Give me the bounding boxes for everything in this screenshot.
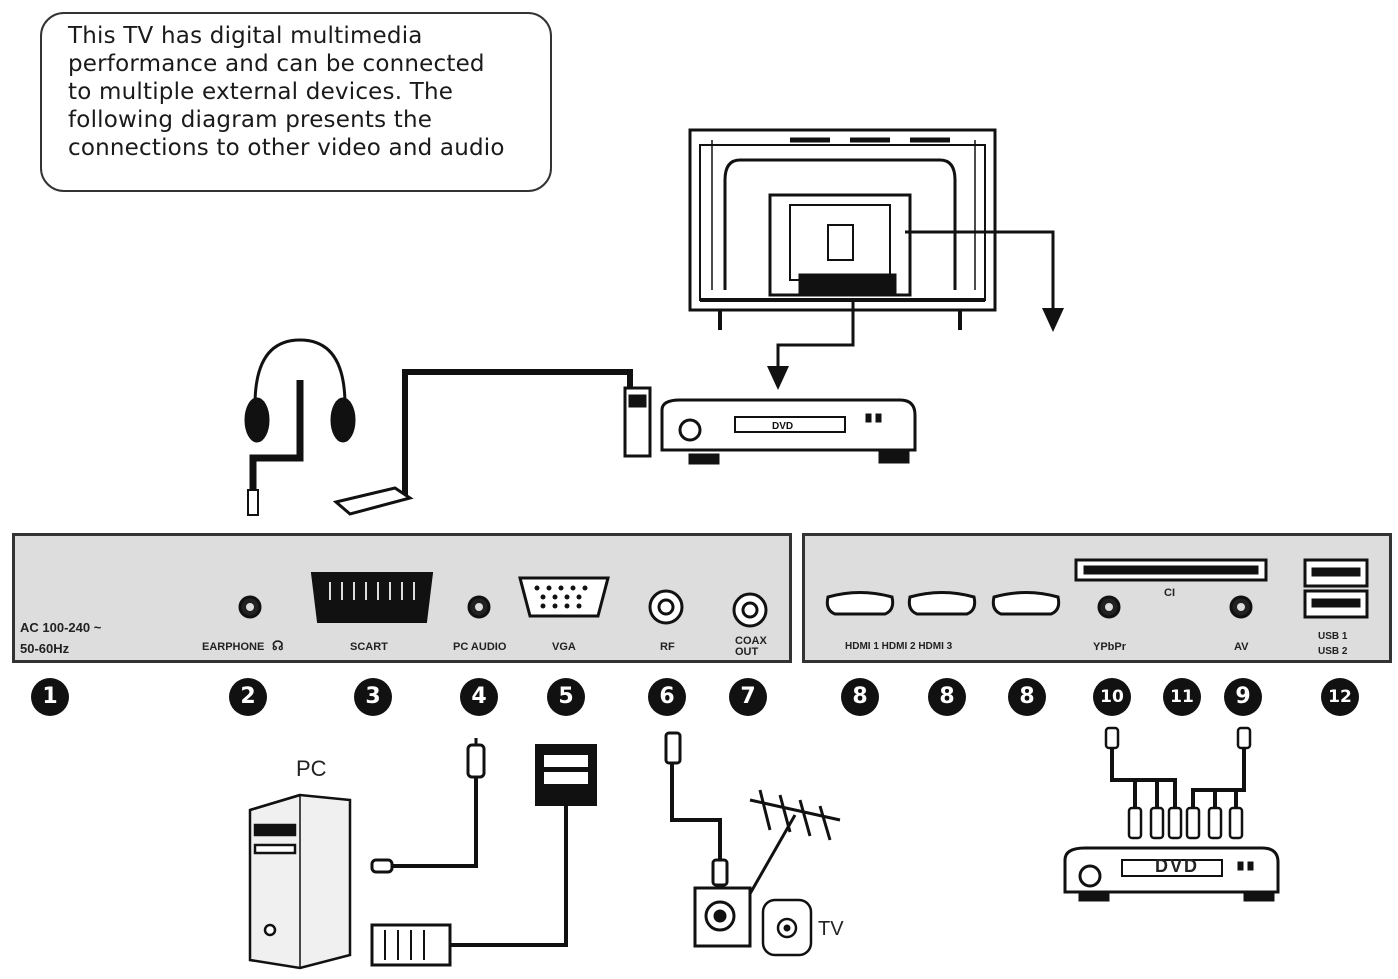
callout-6: 6 [648,678,686,716]
arrow-down-dvd [767,366,789,390]
callout-11: 11 [1163,678,1201,716]
tv-caption: TV [818,918,844,940]
scart-cable [332,369,652,516]
callout-8-hdmi1: 8 [841,678,879,716]
pc-audio-cable [370,738,486,874]
callout-8-hdmi3: 8 [1008,678,1046,716]
rf-antenna-cable [664,731,841,957]
ac-voltage-label: AC 100-240 ~ [20,620,102,635]
headphone-icon: ☊ [272,638,284,653]
coax-label-line2: OUT [735,646,759,658]
usb1-label: USB 1 [1318,631,1348,642]
pc-caption: PC [296,756,327,781]
dvd-player-bottom [1063,846,1280,902]
pc-tower-illustration [248,793,352,970]
left-port-panel [12,533,792,663]
callout-12: 12 [1321,678,1359,716]
intro-line-2: performance and can be connected [68,51,485,77]
tv-back-illustration [688,128,997,330]
coax-label-line1: COAX [735,635,767,647]
callout-2: 2 [229,678,267,716]
callout-10: 10 [1093,678,1131,716]
right-port-panel [802,533,1392,663]
rf-label: RF [660,641,675,653]
component-av-cables [1104,726,1252,840]
intro-line-3: to multiple external devices. The [68,79,454,105]
vga-cable [370,744,597,967]
usb2-label: USB 2 [1318,646,1348,657]
arrow-down-right [1042,308,1064,332]
ypbpr-label: YPbPr [1093,641,1127,653]
av-label: AV [1234,641,1249,653]
callout-9: 9 [1224,678,1262,716]
tv-output-cables [776,230,1055,368]
vga-label: VGA [552,641,576,653]
callout-8-hdmi2: 8 [928,678,966,716]
callout-7: 7 [729,678,767,716]
intro-line-1: This TV has digital multimedia [68,23,423,49]
callout-5: 5 [547,678,585,716]
callout-4: 4 [460,678,498,716]
callout-3: 3 [354,678,392,716]
dvd-player-top [660,398,917,465]
intro-line-5: connections to other video and audio [68,135,505,161]
callout-1: 1 [31,678,69,716]
ac-frequency-label: 50-60Hz [20,641,70,656]
hdmi-label: HDMI 1 HDMI 2 HDMI 3 [845,641,953,652]
dvd-bottom-caption: DVD [1155,856,1200,876]
earphone-label: EARPHONE [202,641,265,653]
intro-text-box: This TV has digital multimedia performan… [40,12,552,192]
dvd-top-label: DVD [772,421,793,432]
scart-label: SCART [350,641,388,653]
intro-line-4: following diagram presents the [68,107,433,133]
pc-audio-label: PC AUDIO [453,641,507,653]
headphones-illustration [244,338,356,516]
ci-label: CI [1164,587,1175,599]
